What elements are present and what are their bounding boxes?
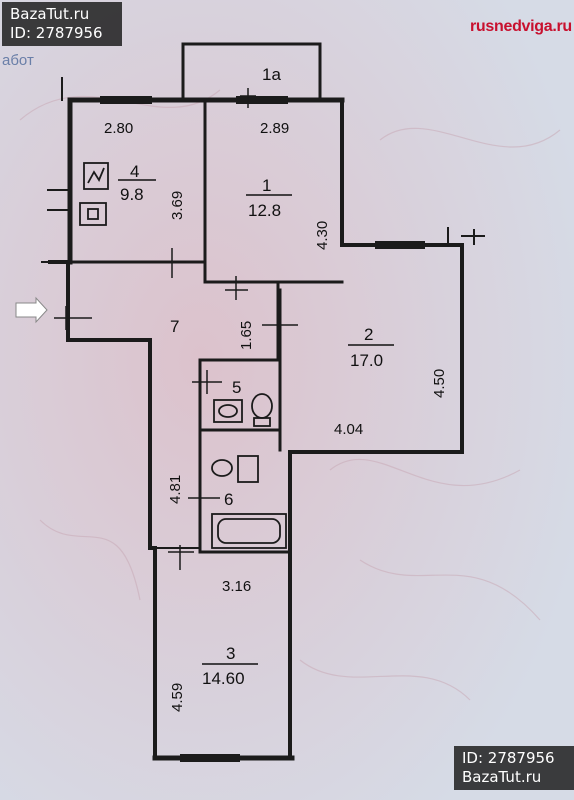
outer-wall-room2	[288, 98, 464, 454]
outer-wall-left-lower	[66, 338, 157, 760]
dim-room3-width: 3.16	[222, 578, 251, 595]
room-label-1: 1	[262, 176, 271, 195]
windows	[100, 96, 425, 762]
room-area-1: 12.8	[248, 201, 281, 220]
window-room2	[375, 241, 425, 249]
dim-hall-length: 4.81	[167, 475, 184, 504]
watermark-id: ID: 2787956	[462, 749, 555, 767]
header-fragment: абот	[2, 52, 34, 69]
window-room4	[100, 96, 152, 104]
watermark-site: BazaTut.ru	[10, 5, 90, 23]
dim-room1-width: 2.89	[260, 120, 289, 137]
brand-logo: rusnedviga.ru	[470, 18, 572, 35]
wall-room4-room1	[203, 98, 344, 284]
room-label-3: 3	[226, 644, 235, 663]
stove-icon	[83, 162, 109, 190]
walls	[41, 42, 485, 761]
room-area-3: 14.60	[202, 669, 245, 688]
room-label-6: 6	[224, 490, 233, 509]
watermark-site: BazaTut.ru	[462, 768, 542, 786]
room-label-7: 7	[170, 317, 179, 336]
dim-room4-width: 2.80	[104, 120, 133, 137]
door-marks	[54, 88, 298, 570]
window-room3	[180, 754, 240, 762]
watermark-top-left: BazaTut.ru ID: 2787956	[2, 2, 122, 46]
dim-room2-width: 4.04	[334, 421, 363, 438]
watermark-id: ID: 2787956	[10, 24, 103, 42]
bathroom-walls	[198, 358, 292, 554]
entrance-arrow-icon	[15, 296, 48, 324]
dim-room3-depth: 4.59	[169, 683, 186, 712]
area-underlines	[118, 179, 394, 665]
bath-sink-icon	[211, 459, 233, 477]
bathtub-icon	[211, 513, 287, 549]
fixtures	[79, 162, 287, 549]
dim-room2-depth: 4.50	[431, 369, 448, 398]
room-label-2: 2	[364, 325, 373, 344]
dim-room4-depth: 3.69	[169, 191, 186, 220]
room-area-4: 9.8	[120, 185, 144, 204]
stove-zigzag	[87, 167, 105, 184]
dim-room1-depth: 4.30	[314, 221, 331, 250]
room-label-1a: 1а	[262, 65, 281, 84]
room-label-5: 5	[232, 378, 241, 397]
left-wall-stubs	[41, 77, 71, 263]
window-room1	[236, 96, 288, 104]
room-label-4: 4	[130, 162, 139, 181]
balcony-walls	[181, 42, 322, 98]
watermark-bottom-right: ID: 2787956 BazaTut.ru	[454, 746, 574, 790]
room-area-2: 17.0	[350, 351, 383, 370]
washbasin-icon	[213, 399, 243, 423]
background-pattern	[19, 89, 561, 701]
right-wall-stub	[447, 227, 485, 246]
kitchen-sink-icon	[79, 202, 107, 226]
dim-corridor-length: 1.65	[238, 321, 255, 350]
